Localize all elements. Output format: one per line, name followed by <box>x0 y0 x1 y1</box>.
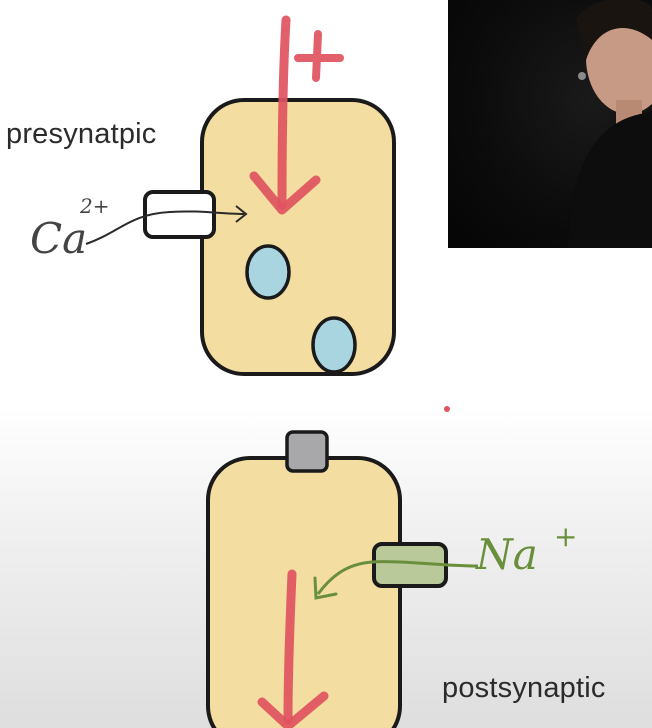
vesicle <box>245 244 291 300</box>
action-potential-arrowhead-pre <box>249 171 321 215</box>
action-potential-arrow-pre <box>277 15 291 210</box>
action-potential-arrowhead-post <box>257 691 329 728</box>
calcium-arrowhead <box>235 205 248 223</box>
presenter-silhouette <box>568 0 652 248</box>
postsynaptic-label: postsynaptic <box>442 672 606 704</box>
receptor <box>285 430 329 473</box>
sodium-flow-arrow <box>316 560 479 595</box>
presenter-video <box>448 0 652 248</box>
sodium-ion-label: Na <box>476 530 538 579</box>
vesicle <box>311 316 357 374</box>
sodium-ion-charge: + <box>554 520 578 553</box>
action-potential-arrow-post <box>283 569 297 725</box>
calcium-ion-charge: 2+ <box>80 194 110 218</box>
calcium-channel <box>143 190 216 239</box>
postsynaptic-cell <box>206 456 402 728</box>
calcium-ion-label: Ca <box>30 214 88 263</box>
calcium-flow-arrow <box>85 210 245 245</box>
sodium-arrowhead <box>313 576 338 600</box>
presynaptic-label: presynatpic <box>6 118 157 150</box>
presynaptic-cell <box>200 98 396 376</box>
marker-dot <box>444 406 450 412</box>
plus-sign-icon <box>294 30 344 82</box>
